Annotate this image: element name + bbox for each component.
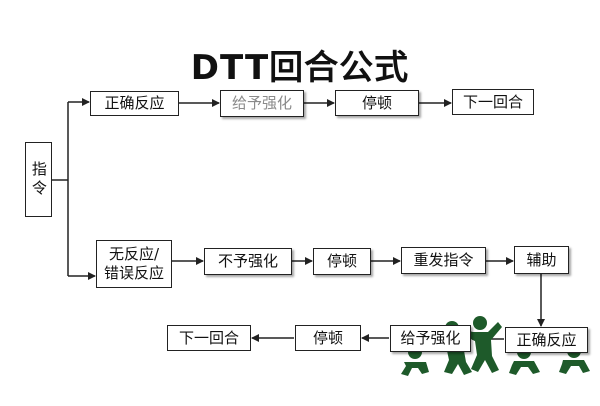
figure-kid-3 <box>465 316 502 373</box>
node-top-give-reinforcement: 给予强化 <box>220 90 304 117</box>
node-top-pause: 停顿 <box>335 90 419 116</box>
node-no-response-line2: 错误反应 <box>103 264 164 282</box>
node-bottom-next-round: 下一回合 <box>167 325 251 351</box>
node-bottom-pause: 停顿 <box>295 325 361 351</box>
node-mid-pause: 停顿 <box>313 248 371 275</box>
node-top-next-round: 下一回合 <box>452 89 534 115</box>
node-top-correct-response: 正确反应 <box>90 91 179 116</box>
diagram-title: DTT回合公式 <box>190 48 410 88</box>
node-no-response: 无反应/ 错误反应 <box>96 240 172 288</box>
node-repeat-instruction: 重发指令 <box>401 247 486 274</box>
node-instruction: 指令 <box>25 142 52 217</box>
node-no-response-line1: 无反应/ <box>108 245 160 264</box>
node-bottom-correct-response: 正确反应 <box>505 327 588 353</box>
node-prompt: 辅助 <box>514 246 569 274</box>
node-no-reinforcement: 不予强化 <box>204 248 292 275</box>
node-bottom-give-reinforcement: 给予强化 <box>390 325 471 352</box>
